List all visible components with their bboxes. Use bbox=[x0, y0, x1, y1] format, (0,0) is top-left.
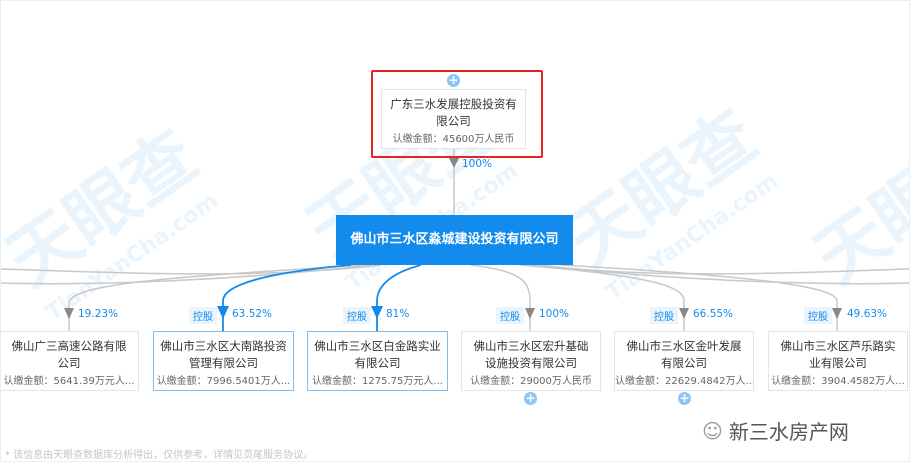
share-percent: 81% bbox=[386, 308, 410, 320]
node-amount: 认缴金额：3904.4582万人... bbox=[771, 376, 905, 387]
node-name: 佛山市三水区大南路投资管理有限公司 bbox=[160, 339, 287, 370]
highlight-box bbox=[371, 70, 543, 158]
share-percent: 63.52% bbox=[232, 308, 273, 320]
subsidiary-node[interactable]: 佛山市三水区芦乐路实业有限公司 认缴金额：3904.4582万人... bbox=[768, 331, 908, 391]
subsidiary-node[interactable]: 佛山广三高速公路有限公司 认缴金额：5641.39万元人... bbox=[1, 331, 139, 391]
holding-tag: 控股 bbox=[343, 307, 371, 324]
node-amount: 认缴金额：7996.5401万人... bbox=[156, 376, 291, 387]
share-percent: 66.55% bbox=[693, 308, 734, 320]
node-amount: 认缴金额：22629.4842万人... bbox=[615, 376, 753, 387]
share-percent: 19.23% bbox=[78, 308, 119, 320]
holding-tag: 控股 bbox=[804, 307, 832, 324]
holding-tag: 控股 bbox=[496, 307, 524, 324]
shareholder-node[interactable]: 广东三水发展控股投资有限公司 认缴金额：45600万人民币 bbox=[381, 89, 526, 149]
expand-plus-icon[interactable]: + bbox=[447, 73, 460, 87]
node-amount: 认缴金额：1275.75万元人... bbox=[312, 376, 443, 387]
expand-plus-icon[interactable]: + bbox=[524, 391, 537, 405]
node-name: 广东三水发展控股投资有限公司 bbox=[390, 97, 517, 128]
subsidiary-node[interactable]: 佛山市三水区大南路投资管理有限公司 认缴金额：7996.5401万人... bbox=[153, 331, 294, 391]
subsidiary-node[interactable]: 佛山市三水区白金路实业有限公司 认缴金额：1275.75万元人... bbox=[307, 331, 448, 391]
holding-tag: 控股 bbox=[650, 307, 678, 324]
subsidiary-node[interactable]: 佛山市三水区金叶发展有限公司 认缴金额：22629.4842万人... bbox=[614, 331, 754, 391]
share-percent: 100% bbox=[539, 308, 570, 320]
share-percent: 100% bbox=[462, 158, 493, 170]
disclaimer: * 该信息由天眼查数据库分析得出，仅供参考，详情见页尾服务协议。 bbox=[5, 450, 314, 461]
subsidiary-node[interactable]: 佛山市三水区宏升基础设施投资有限公司 认缴金额：29000万人民币 bbox=[461, 331, 601, 391]
node-amount: 认缴金额：29000万人民币 bbox=[470, 376, 592, 387]
main-company-node[interactable]: 佛山市三水区淼城建设投资有限公司 bbox=[336, 215, 573, 265]
node-name: 佛山市三水区白金路实业有限公司 bbox=[314, 339, 441, 370]
share-percent: 49.63% bbox=[847, 308, 888, 320]
node-amount: 认缴金额：5641.39万元人... bbox=[3, 376, 135, 387]
wechat-icon: ☺ bbox=[702, 418, 723, 443]
holding-tag: 控股 bbox=[189, 307, 217, 324]
brand-name: 新三水房产网 bbox=[728, 420, 849, 444]
node-name: 佛山广三高速公路有限公司 bbox=[11, 339, 127, 370]
expand-plus-icon[interactable]: + bbox=[678, 391, 691, 405]
node-name: 佛山市三水区金叶发展有限公司 bbox=[626, 339, 742, 370]
node-amount: 认缴金额：45600万人民币 bbox=[392, 134, 515, 145]
node-name: 佛山市三水区宏升基础设施投资有限公司 bbox=[473, 339, 589, 370]
node-name: 佛山市三水区芦乐路实业有限公司 bbox=[780, 339, 896, 370]
brand-logo: ☺ 新三水房产网 bbox=[702, 416, 849, 445]
